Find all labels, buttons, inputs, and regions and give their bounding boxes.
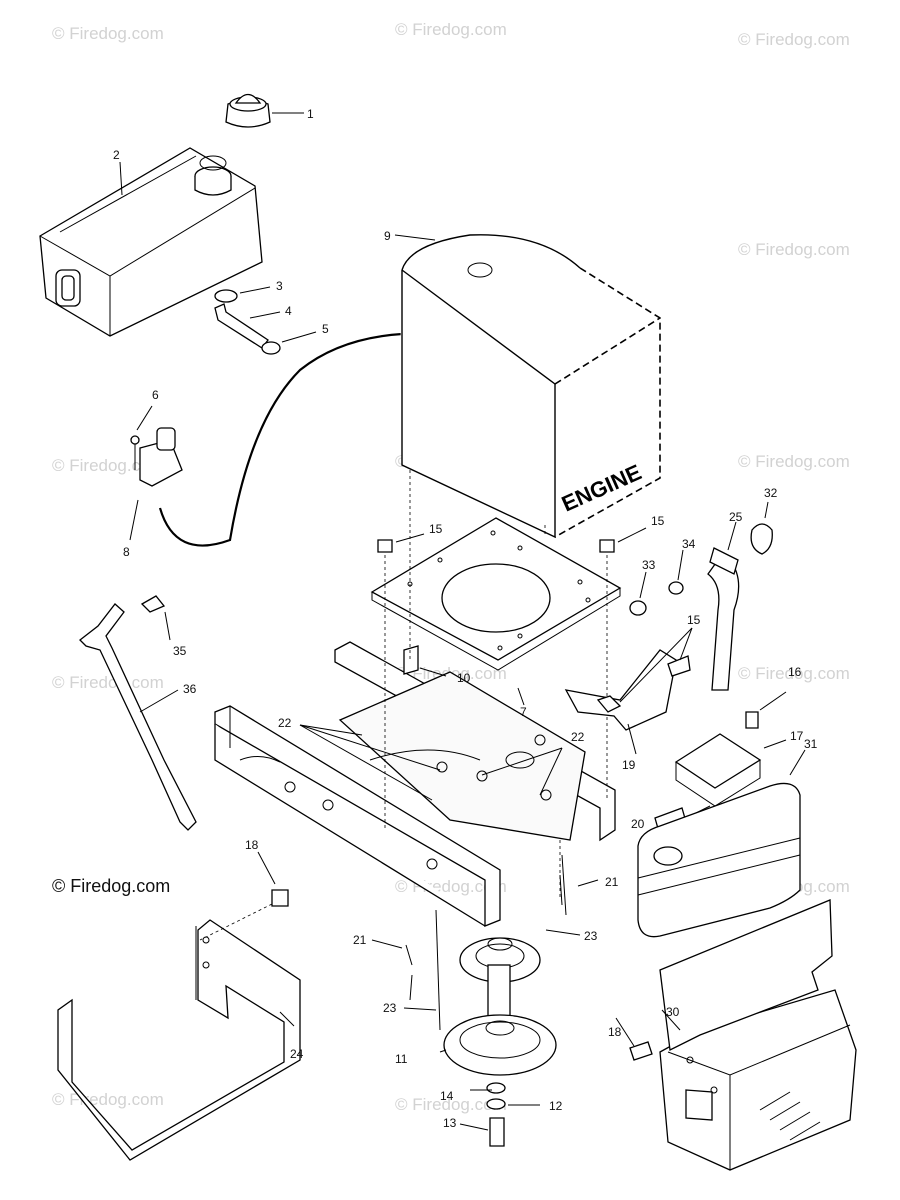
callout-22b: 22 bbox=[571, 730, 585, 744]
callout-12: 12 bbox=[549, 1099, 563, 1113]
watermark: © Firedog.com bbox=[738, 664, 850, 683]
watermark: © Firedog.com bbox=[52, 456, 164, 475]
fuel-cap-part bbox=[225, 93, 304, 128]
engine-outline bbox=[394, 234, 661, 539]
callout-36: 36 bbox=[183, 682, 197, 696]
bolt-15-parts bbox=[377, 470, 647, 900]
callout-31: 31 bbox=[804, 737, 818, 751]
callout-18b: 18 bbox=[608, 1025, 622, 1039]
callout-21b: 21 bbox=[353, 933, 367, 947]
callout-5: 5 bbox=[322, 322, 329, 336]
callout-labels: 1 2 3 4 5 6 8 9 15 15 15 32 25 34 33 35 … bbox=[113, 107, 818, 1130]
watermark: © Firedog.com bbox=[52, 24, 164, 43]
callout-14: 14 bbox=[440, 1089, 454, 1103]
callout-1: 1 bbox=[307, 107, 314, 121]
exhaust-pipe-part bbox=[629, 501, 773, 691]
watermark: © Firedog.com bbox=[738, 240, 850, 259]
callout-16: 16 bbox=[788, 665, 802, 679]
callout-15c: 15 bbox=[687, 613, 701, 627]
callout-21a: 21 bbox=[605, 875, 619, 889]
muffler-part bbox=[637, 749, 806, 938]
callout-9: 9 bbox=[384, 229, 391, 243]
callout-10: 10 bbox=[457, 671, 471, 685]
main-watermark: © Firedog.com bbox=[52, 876, 171, 896]
muffler-guard-part bbox=[615, 899, 857, 1171]
pulley-assembly-part bbox=[371, 854, 599, 1147]
watermark: © Firedog.com bbox=[738, 452, 850, 471]
callout-15b: 15 bbox=[651, 514, 665, 528]
watermark: © Firedog.com bbox=[738, 30, 850, 49]
callout-3: 3 bbox=[276, 279, 283, 293]
callout-32: 32 bbox=[764, 486, 778, 500]
throttle-control-part bbox=[129, 332, 403, 547]
callout-20: 20 bbox=[631, 817, 645, 831]
callout-22a: 22 bbox=[278, 716, 292, 730]
watermark: © Firedog.com bbox=[52, 673, 164, 692]
fuel-tank-part bbox=[39, 147, 263, 337]
bolt-18-left-part bbox=[199, 851, 289, 941]
callout-23b: 23 bbox=[383, 1001, 397, 1015]
callout-18a: 18 bbox=[245, 838, 259, 852]
callout-4: 4 bbox=[285, 304, 292, 318]
callout-25: 25 bbox=[729, 510, 743, 524]
chassis-frame-part bbox=[214, 641, 616, 927]
callout-23a: 23 bbox=[584, 929, 598, 943]
callout-7: 7 bbox=[520, 705, 527, 719]
callout-11: 11 bbox=[395, 1052, 408, 1066]
callout-35: 35 bbox=[173, 644, 187, 658]
fuel-line-part bbox=[214, 286, 317, 355]
watermark: © Firedog.com bbox=[395, 1095, 507, 1114]
callout-24: 24 bbox=[290, 1047, 304, 1061]
callout-6: 6 bbox=[152, 388, 159, 402]
callout-15a: 15 bbox=[429, 522, 443, 536]
engine-plate-part bbox=[370, 517, 622, 706]
callout-33: 33 bbox=[642, 558, 656, 572]
callout-17: 17 bbox=[790, 729, 804, 743]
callout-34: 34 bbox=[682, 537, 696, 551]
callout-19: 19 bbox=[622, 758, 636, 772]
watermark: © Firedog.com bbox=[395, 20, 507, 39]
callout-8: 8 bbox=[123, 545, 130, 559]
callout-2: 2 bbox=[113, 148, 120, 162]
callout-13: 13 bbox=[443, 1116, 457, 1130]
lift-rod-part bbox=[79, 595, 197, 831]
bracket-24-part bbox=[57, 919, 301, 1161]
callout-30: 30 bbox=[666, 1005, 680, 1019]
